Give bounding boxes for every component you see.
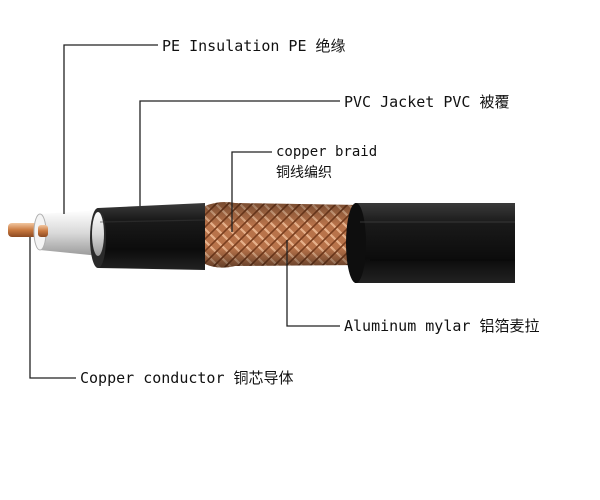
label-pe-insulation: PE Insulation PE 绝缘 <box>162 37 346 55</box>
leader-pe-insulation <box>63 44 158 214</box>
leader-aluminum-mylar <box>286 240 340 327</box>
label-pvc-jacket: PVC Jacket PVC 被覆 <box>344 93 510 111</box>
leader-copper-braid <box>231 151 272 232</box>
label-aluminum-mylar: Aluminum mylar 铝箔麦拉 <box>344 317 540 335</box>
aluminum-mylar-layer <box>93 203 205 270</box>
leader-lines <box>29 44 340 379</box>
label-copper-conductor: Copper conductor 铜芯导体 <box>80 369 294 387</box>
pvc-jacket <box>347 203 515 283</box>
pe-insulation <box>36 210 100 256</box>
label-copper-braid-en: copper braid <box>276 144 378 160</box>
label-copper-braid-cn: 铜线编织 <box>276 165 332 181</box>
leader-copper-conductor <box>29 237 76 379</box>
leader-pvc-jacket <box>139 100 340 206</box>
